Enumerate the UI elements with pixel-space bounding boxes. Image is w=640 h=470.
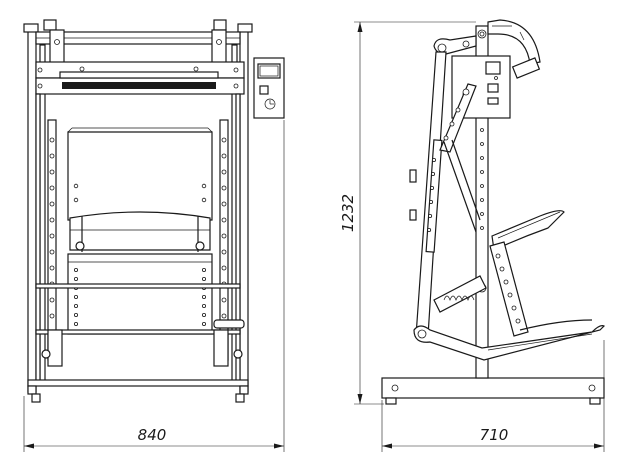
bolt-hole xyxy=(480,226,484,230)
bolt-hole xyxy=(221,217,227,223)
bolt-hole xyxy=(74,312,79,317)
dimension-depth-710: 710 xyxy=(381,340,605,452)
bolt-hole xyxy=(511,305,517,311)
dimension-height-1232: 1232 xyxy=(339,21,476,405)
bolt-hole xyxy=(201,276,206,281)
bolt-hole xyxy=(49,265,55,271)
bolt-hole xyxy=(221,249,227,255)
bolt-hole xyxy=(428,213,433,218)
bolt-hole xyxy=(430,185,435,190)
bolt-hole xyxy=(480,128,484,132)
bolt-hole xyxy=(221,137,227,143)
bolt-hole xyxy=(221,265,227,271)
bolt-hole xyxy=(221,201,227,207)
bolt-hole xyxy=(480,170,484,174)
bolt-hole xyxy=(495,253,501,259)
bolt-hole xyxy=(221,153,227,159)
control-panel xyxy=(253,57,285,119)
front-view xyxy=(23,19,253,403)
bolt-hole xyxy=(221,297,227,303)
dimension-label-height: 1232 xyxy=(339,194,357,232)
bolt-hole xyxy=(499,266,505,272)
dimension-label-depth: 710 xyxy=(480,426,509,444)
bolt-hole xyxy=(480,184,484,188)
bolt-hole xyxy=(201,303,206,308)
bolt-hole xyxy=(201,321,206,326)
bolt-hole xyxy=(49,297,55,303)
bolt-hole xyxy=(431,157,436,162)
bolt-hole xyxy=(431,171,436,176)
bolt-hole xyxy=(201,294,206,299)
bolt-hole xyxy=(201,267,206,272)
bolt-hole xyxy=(221,233,227,239)
bolt-hole xyxy=(427,227,432,232)
bolt-hole xyxy=(480,156,484,160)
bolt-hole xyxy=(480,198,484,202)
bolt-hole xyxy=(201,312,206,317)
bolt-hole xyxy=(503,279,509,285)
bolt-hole xyxy=(74,294,79,299)
bolt-hole xyxy=(74,267,79,272)
dimension-label-width: 840 xyxy=(138,426,167,444)
bolt-hole xyxy=(74,276,79,281)
bolt-hole xyxy=(49,201,55,207)
bolt-hole xyxy=(74,303,79,308)
bolt-hole xyxy=(49,185,55,191)
bolt-hole xyxy=(49,313,55,319)
bolt-hole xyxy=(49,137,55,143)
bolt-hole xyxy=(429,199,434,204)
side-view xyxy=(381,19,606,405)
bolt-hole xyxy=(49,249,55,255)
bolt-hole xyxy=(49,233,55,239)
bolt-hole xyxy=(480,142,484,146)
bolt-hole xyxy=(480,212,484,216)
bolt-hole xyxy=(221,169,227,175)
bolt-hole xyxy=(49,217,55,223)
bolt-hole xyxy=(515,318,521,324)
bolt-hole xyxy=(74,321,79,326)
bolt-hole xyxy=(221,313,227,319)
bolt-hole xyxy=(49,169,55,175)
dimension-width-840: 840 xyxy=(23,120,285,452)
bolt-hole xyxy=(507,292,513,298)
bolt-hole xyxy=(49,153,55,159)
bolt-hole xyxy=(221,185,227,191)
